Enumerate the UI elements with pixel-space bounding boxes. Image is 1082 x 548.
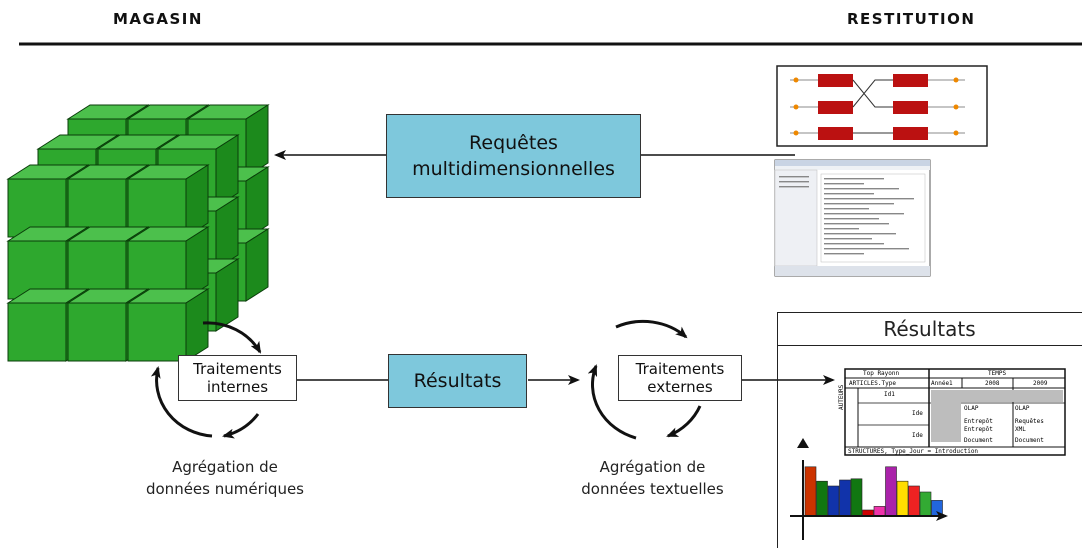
data-cube-icon bbox=[6, 104, 270, 362]
thumbnail-text-line bbox=[824, 238, 872, 240]
thumbnail-text-line bbox=[824, 208, 869, 210]
table-cell-4: Requêtes bbox=[1015, 418, 1044, 425]
caption-agregation-numeriques: Agrégation de données numériques bbox=[145, 458, 304, 498]
table-cell-3: Entrepôt bbox=[964, 418, 993, 425]
thumbnail-text-line bbox=[824, 248, 909, 250]
table-row-block-label: AUTEURS bbox=[838, 384, 845, 410]
cube-front-face bbox=[67, 302, 127, 362]
table-footer: STRUCTURES, Type_Jour = Introduction bbox=[848, 448, 979, 455]
table-year-3: 2009 bbox=[1033, 380, 1048, 387]
thumbnail-text-line bbox=[824, 233, 896, 235]
cube-front-face bbox=[127, 302, 187, 362]
results-panel-title: Résultats bbox=[777, 312, 1082, 346]
table-year-2: 2008 bbox=[985, 380, 1000, 387]
thumbnail-text-line bbox=[824, 193, 874, 195]
table-header-left: Top Rayonn bbox=[863, 370, 900, 377]
external-cycle-arrows bbox=[587, 319, 702, 440]
app-window-thumbnail bbox=[774, 159, 931, 277]
header-magasin: MAGASIN bbox=[113, 10, 203, 28]
thumbnail-text-line bbox=[824, 223, 889, 225]
thumbnail-text-line bbox=[824, 188, 899, 190]
table-row-label-3: Ide bbox=[912, 432, 923, 439]
thumbnail-text-line bbox=[824, 243, 884, 245]
resultats-box: Résultats bbox=[388, 354, 527, 408]
table-cell-7: Document bbox=[964, 437, 993, 444]
thumbnail-sidebar-line bbox=[779, 176, 809, 178]
cube-front-face bbox=[7, 302, 67, 362]
table-header-right: TEMPS bbox=[988, 370, 1007, 377]
table-cell-1: OLAP bbox=[964, 405, 979, 412]
histogram-axes bbox=[790, 438, 948, 540]
thumbnail-sidebar-line bbox=[779, 186, 809, 188]
thumbnail-text-line bbox=[824, 178, 884, 180]
caption-agregation-textuelles: Agrégation de données textuelles bbox=[581, 458, 724, 498]
table-cell-6: XML bbox=[1015, 426, 1026, 433]
thumbnail-text-line bbox=[824, 213, 904, 215]
results-table-graphic bbox=[844, 368, 1066, 456]
workflow-thumbnail bbox=[776, 65, 988, 147]
thumbnail-text-line bbox=[824, 198, 914, 200]
results-panel bbox=[777, 312, 1082, 548]
table-row-label-2: Ide bbox=[912, 410, 923, 417]
table-header-left-2: ARTICLES.Type bbox=[849, 380, 896, 387]
thumbnail-text-line bbox=[824, 218, 879, 220]
table-cell-2: OLAP bbox=[1015, 405, 1030, 412]
table-year-1: Année1 bbox=[931, 380, 953, 387]
thumbnail-sidebar-line bbox=[779, 181, 809, 183]
thumbnail-text-line bbox=[824, 253, 864, 255]
internal-cycle-arrows bbox=[150, 321, 262, 439]
table-cell-5: Entrepôt bbox=[964, 426, 993, 433]
header-restitution: RESTITUTION bbox=[847, 10, 976, 28]
traitements-internes-box: Traitements internes bbox=[178, 355, 297, 401]
table-row-label-1: Id1 bbox=[884, 391, 895, 398]
table-cell-8: Document bbox=[1015, 437, 1044, 444]
traitements-externes-box: Traitements externes bbox=[618, 355, 742, 401]
requetes-box: Requêtes multidimensionnelles bbox=[386, 114, 641, 198]
histogram-graphic bbox=[804, 466, 943, 517]
thumbnail-text-line bbox=[824, 183, 864, 185]
thumbnail-text-line bbox=[824, 228, 859, 230]
thumbnail-text-line bbox=[824, 203, 894, 205]
